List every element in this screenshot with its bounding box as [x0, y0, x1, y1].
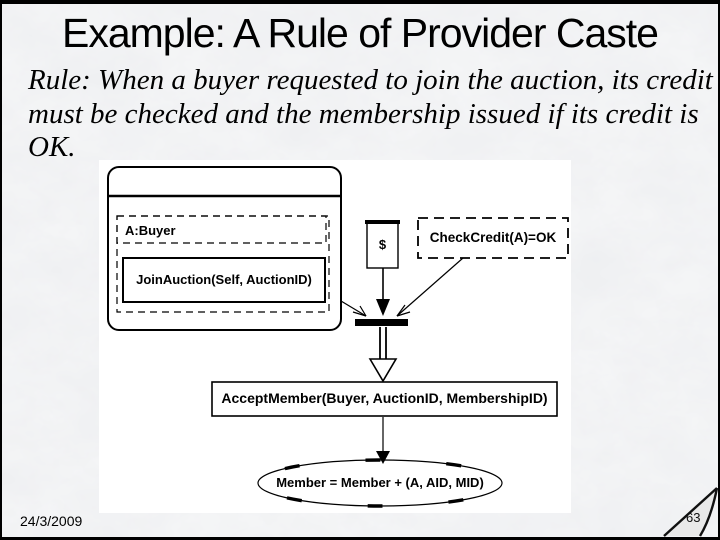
postcondition-label: Member = Member + (A, AID, MID)	[276, 475, 484, 490]
diagram-panel: A:Buyer JoinAuction(Self, AuctionID) $ C…	[99, 160, 571, 513]
action-arrow	[376, 417, 390, 464]
rule-statement: Rule: When a buyer requested to join the…	[28, 64, 713, 165]
postcondition-ellipse-ticks	[256, 458, 504, 508]
check-credit-box	[417, 217, 569, 259]
buyer-frame-box	[107, 166, 342, 331]
rule-line: Rule: When a buyer requested to join the…	[28, 64, 713, 96]
buyer-role-compartment	[116, 215, 327, 244]
check-credit-label: CheckCredit(A)=OK	[429, 230, 557, 245]
buyer-dashed-box	[116, 215, 330, 313]
transition-arrow	[368, 327, 398, 383]
condition-arrow	[396, 257, 464, 317]
page-number: 63	[686, 510, 700, 525]
fold-inner-edge	[698, 487, 719, 537]
accept-member-label: AcceptMember(Buyer, AuctionID, Membershi…	[221, 390, 548, 406]
slide-title: Example: A Rule of Provider Caste	[62, 10, 659, 56]
date-label: 24/3/2009	[20, 513, 83, 529]
sync-bar	[355, 319, 408, 326]
buyer-role-label: A:Buyer	[125, 223, 176, 238]
page-fold: 63	[663, 487, 719, 537]
join-auction-label: JoinAuction(Self, AuctionID)	[136, 272, 312, 287]
rule-line: OK.	[28, 131, 76, 163]
join-auction-box	[122, 257, 326, 303]
fold-outer-edge	[663, 487, 718, 537]
accept-member-box	[211, 381, 558, 417]
diagram-shapes	[107, 166, 569, 508]
state-arrow	[376, 268, 390, 316]
buyer-arrow	[340, 300, 367, 317]
state-label: $	[378, 237, 387, 252]
rule-line: must be checked and the membership issue…	[28, 97, 699, 130]
